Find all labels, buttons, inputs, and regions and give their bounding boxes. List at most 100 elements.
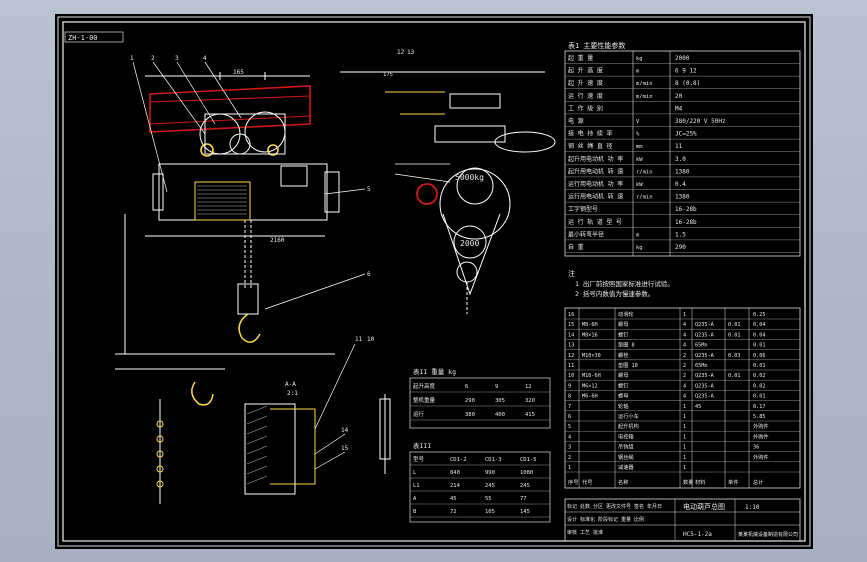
title-block: 标记 处数 分区 更改文件号 签名 年月日 设计 标准化 阶段标记 重量 比例 … xyxy=(564,498,801,542)
table2-cell: 415 xyxy=(525,412,535,418)
param-value: 1380 xyxy=(675,168,690,175)
parts-cell: 钢丝绳 xyxy=(618,453,634,461)
notes-title: 注 xyxy=(568,269,575,278)
parts-cell: 0.04 xyxy=(753,322,766,328)
front-view: 165 2160 A-A 2:1 xyxy=(115,55,371,406)
title-row-2: 设计 标准化 阶段标记 重量 比例 xyxy=(567,516,644,523)
inner-frame xyxy=(62,21,806,542)
side-view: 175 5000kg 2000 12 13 xyxy=(340,49,556,314)
parts-cell: 16 xyxy=(568,312,574,318)
parts-cell: 6 xyxy=(568,414,571,420)
param-name: 起 升 速 度 xyxy=(568,79,603,87)
parts-cell: M6×12 xyxy=(582,383,598,389)
table3-title: 表III xyxy=(413,441,431,450)
table2-cell: 305 xyxy=(495,398,505,404)
bolt-column-right xyxy=(379,394,391,474)
detail-shaft xyxy=(270,408,316,485)
parts-cell: 10 xyxy=(568,373,574,379)
parts-cell: M8-6H xyxy=(582,322,598,328)
dim-label-165: 165 xyxy=(233,69,244,76)
parts-cell: 7 xyxy=(568,404,571,410)
param-value: 1380 xyxy=(675,194,690,201)
parts-cell: 4 xyxy=(683,322,686,328)
param-value: 2000 xyxy=(675,55,690,62)
param-value: 290 xyxy=(675,244,686,251)
table2-cell: 6 xyxy=(465,384,468,390)
note-line-2: 2 括号内数值为慢速参数。 xyxy=(575,289,654,298)
parts-cell: 螺钉 xyxy=(618,330,628,338)
parts-cell: 螺钉 xyxy=(618,381,628,389)
parts-cell: 螺母 xyxy=(618,320,628,328)
param-name: 运行用电动机 转 速 xyxy=(568,193,623,201)
param-name: 自 重 xyxy=(568,243,584,251)
param-name: 电 源 xyxy=(568,117,584,125)
parts-cell: 电控箱 xyxy=(618,432,634,440)
table3-cell: A xyxy=(413,496,417,502)
hook-lower xyxy=(191,381,214,406)
param-unit: mm xyxy=(636,144,643,150)
drawing-sheet: ZH-1-00 165 2160 xyxy=(55,14,813,549)
parts-cell: 3 xyxy=(568,445,571,451)
callout-14: 14 xyxy=(341,427,349,434)
parts-cell: 运行小车 xyxy=(618,412,639,420)
parts-cell: 轮轴 xyxy=(618,402,628,410)
outer-frame xyxy=(57,16,811,547)
param-value: 1.5 xyxy=(675,231,686,238)
parts-cell: Q235-A xyxy=(695,373,715,379)
parts-cell: 1 xyxy=(683,455,686,461)
callout-1: 1 xyxy=(130,55,134,62)
parts-cell: 螺母 xyxy=(618,371,628,379)
table2-title: 表II 重量 kg xyxy=(413,367,456,376)
callout-15: 15 xyxy=(341,445,349,452)
callout-3: 3 xyxy=(175,55,179,62)
parts-cell: 1 xyxy=(683,434,686,440)
parts-cell: 外购件 xyxy=(753,453,769,461)
table3-cell: CD1-3 xyxy=(485,457,502,463)
parts-cell: 垫圈 8 xyxy=(618,341,635,349)
table3-cell: 型号 xyxy=(413,455,425,463)
hook-mark: 2000 xyxy=(460,239,479,248)
parts-cell: 0.02 xyxy=(753,373,766,379)
parts-cell: 1 xyxy=(683,445,686,451)
parts-cell: 1 xyxy=(568,465,571,471)
param-unit: m/min xyxy=(636,81,653,87)
param-value: 0.4 xyxy=(675,181,686,188)
table3-cell: 840 xyxy=(450,470,460,476)
param-name: 接 电 持 续 率 xyxy=(568,130,612,138)
param-value: 6 9 12 xyxy=(675,68,697,75)
parts-cell: 0.01 xyxy=(753,394,766,400)
company-name: 某某机械设备制造有限公司 xyxy=(738,531,798,538)
i-beam-flange-lower xyxy=(149,115,311,125)
parts-cell: 螺母 xyxy=(618,392,628,400)
drawing-title: 电动葫芦总图 xyxy=(683,502,725,511)
section-detail: 14 15 11 10 xyxy=(244,336,375,495)
parts-cell: Q235-A xyxy=(695,332,715,338)
parts-cell: M8×16 xyxy=(582,332,598,338)
parts-header-cell: 单件 xyxy=(728,478,738,486)
parts-cell: 13 xyxy=(568,343,574,349)
motor-end-left xyxy=(152,173,164,211)
table3-cell: B xyxy=(413,509,417,515)
param-name: 运 行 速 度 xyxy=(568,92,603,100)
param-name: 起 重 量 xyxy=(568,54,593,62)
param-value: JC=25% xyxy=(675,131,697,138)
drum-hatching xyxy=(197,185,247,215)
detail-block xyxy=(244,403,296,495)
parts-cell: 0.01 xyxy=(753,363,766,369)
side-motor xyxy=(494,131,556,153)
dim-label-2160: 2160 xyxy=(270,237,285,244)
param-value: 16-28b xyxy=(675,206,697,213)
parts-cell: 垫圈 10 xyxy=(618,361,638,369)
table3-cell: 72 xyxy=(450,509,457,515)
parts-cell: 1 xyxy=(683,414,686,420)
table2-cell: 9 xyxy=(495,384,498,390)
parts-cell: 1 xyxy=(683,312,686,318)
section-label-aa: A-A xyxy=(285,381,296,388)
parts-header-cell: 材料 xyxy=(695,478,705,486)
notes: 注 1 出厂前按照国家标准进行试验。 2 括号内数值为慢速参数。 xyxy=(568,269,674,298)
ref-code-box xyxy=(64,31,124,43)
bolt-column-left xyxy=(156,399,164,504)
parts-cell: 5 xyxy=(568,424,571,430)
